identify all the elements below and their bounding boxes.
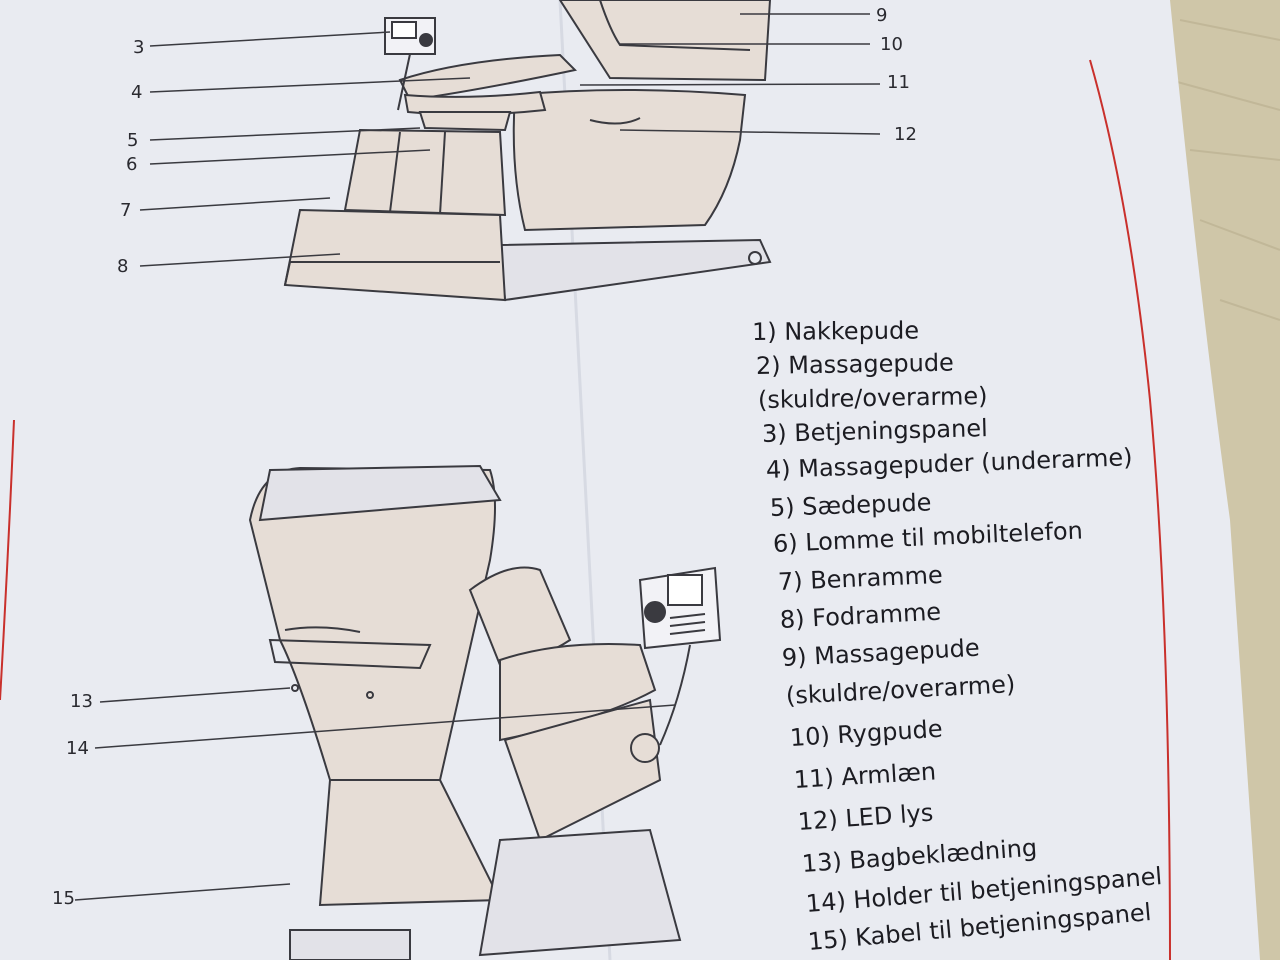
callout-14: 14 xyxy=(66,738,89,759)
callout-15: 15 xyxy=(52,888,75,909)
legend-item-2: 2) Massagepude xyxy=(755,348,955,380)
callout-9: 9 xyxy=(876,5,888,26)
callout-3: 3 xyxy=(133,37,145,58)
callout-7: 7 xyxy=(120,200,132,221)
callout-5: 5 xyxy=(127,130,139,151)
callout-lines-bottom xyxy=(74,687,676,901)
callout-10: 10 xyxy=(880,34,903,55)
chair-rear-view xyxy=(248,464,722,960)
chair-front-view xyxy=(283,0,772,302)
callout-8: 8 xyxy=(117,256,129,277)
legend-item-2-sub: (skuldre/overarme) xyxy=(757,381,988,414)
callout-13: 13 xyxy=(70,691,93,712)
legend-item-1: 1) Nakkepude xyxy=(751,316,920,346)
legend-item-5: 5) Sædepude xyxy=(769,488,932,522)
callout-11: 11 xyxy=(887,72,910,93)
callout-6: 6 xyxy=(126,154,138,175)
legend-item-3: 3) Betjeningspanel xyxy=(761,414,989,448)
callout-lines-top xyxy=(139,13,881,267)
callout-4: 4 xyxy=(131,82,143,103)
callout-12: 12 xyxy=(894,124,917,145)
